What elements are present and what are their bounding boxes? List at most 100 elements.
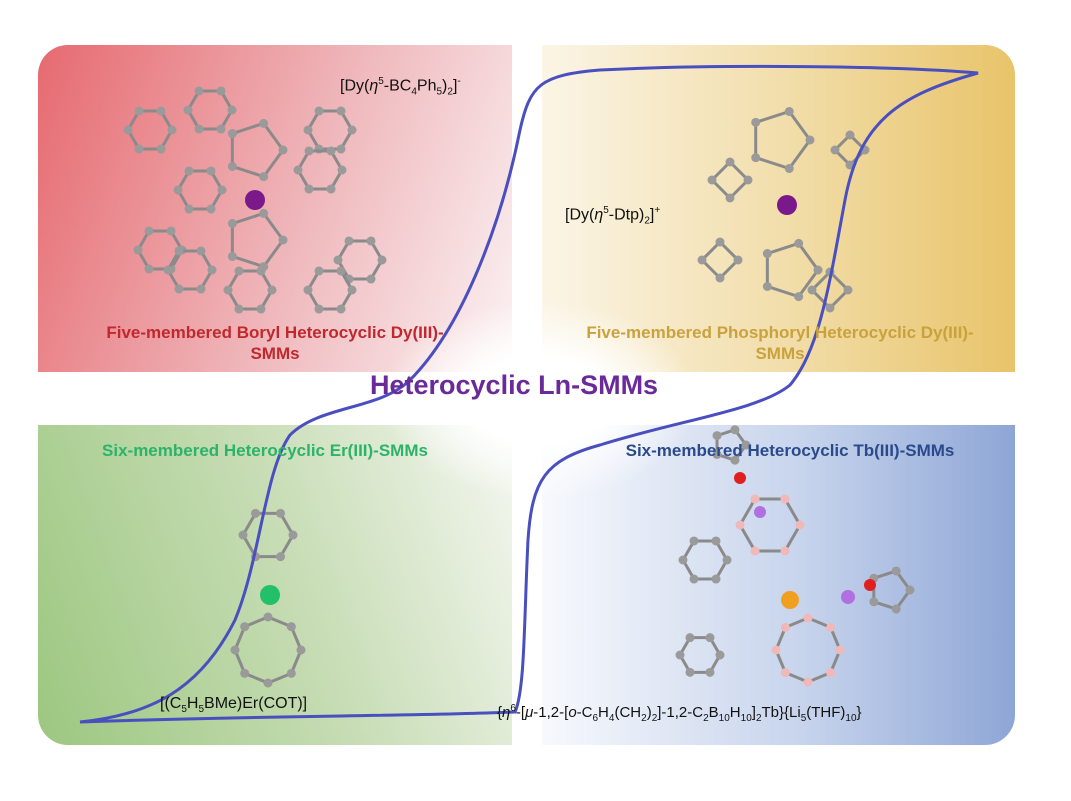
atom [336, 304, 346, 314]
atom [685, 667, 695, 677]
atom [715, 650, 725, 660]
atom [712, 449, 722, 459]
atom [259, 118, 269, 128]
atom [707, 175, 717, 185]
atom [333, 255, 343, 265]
atom [751, 153, 761, 163]
diagram-title: Heterocyclic Ln-SMMs [370, 370, 659, 400]
atom [227, 161, 237, 171]
molecule-ring [681, 539, 729, 581]
atom [304, 146, 314, 156]
atom [794, 292, 804, 302]
atom [905, 585, 915, 595]
atom [256, 304, 266, 314]
atom [741, 440, 751, 450]
atom [711, 536, 721, 546]
atom [326, 146, 336, 156]
atom [891, 604, 901, 614]
atom [314, 266, 324, 276]
molecule-ring [306, 109, 354, 151]
atom [326, 184, 336, 194]
atom [843, 285, 853, 295]
atom [259, 208, 269, 218]
atom [835, 645, 845, 655]
atom [762, 249, 772, 259]
atom [689, 574, 699, 584]
atom [366, 236, 376, 246]
atom [267, 285, 277, 295]
atom [174, 284, 184, 294]
atom [227, 105, 237, 115]
atom [780, 622, 790, 632]
atom [286, 622, 296, 632]
dysprosium-atom [777, 195, 797, 215]
atom [722, 555, 732, 565]
atom [227, 251, 237, 261]
atom [735, 520, 745, 530]
atom [234, 304, 244, 314]
atom [276, 508, 285, 518]
atom [194, 124, 204, 134]
atom [743, 175, 753, 185]
atom [134, 106, 144, 116]
formula-er: [(C5H5BMe)Er(COT)] [160, 695, 308, 716]
erbium-atom [260, 585, 280, 605]
lithium-atom [754, 506, 766, 518]
atom [347, 125, 357, 135]
atom [795, 520, 805, 530]
molecule-ring [738, 497, 802, 553]
atom [286, 668, 296, 678]
atom [780, 668, 790, 678]
atom [173, 185, 183, 195]
atom [336, 106, 346, 116]
atom [314, 304, 324, 314]
label-tb: Six-membered Heterocyclic Tb(III)-SMMs [625, 441, 955, 460]
atom [689, 536, 699, 546]
atom [227, 129, 237, 139]
atom [711, 574, 721, 584]
atom [230, 645, 240, 655]
atom [263, 612, 273, 622]
atom [259, 262, 269, 272]
atom [217, 185, 227, 195]
atom [366, 274, 376, 284]
atom [240, 622, 250, 632]
atom [156, 106, 166, 116]
atom [771, 645, 781, 655]
atom [196, 246, 206, 256]
atom [304, 184, 314, 194]
atom [167, 125, 177, 135]
atom [134, 144, 144, 154]
atom [803, 613, 813, 623]
atom [133, 245, 143, 255]
atom [730, 455, 740, 465]
atom [784, 106, 794, 116]
atom [278, 145, 288, 155]
atom [715, 273, 725, 283]
atom [337, 165, 347, 175]
atom [830, 145, 840, 155]
lithium-atom [841, 590, 855, 604]
atom [259, 172, 269, 182]
atom [705, 633, 715, 643]
atom [685, 633, 695, 643]
molecule-ring [296, 149, 344, 191]
atom [144, 264, 154, 274]
atom [675, 650, 685, 660]
atom [196, 284, 206, 294]
atom [730, 425, 740, 435]
atom [263, 678, 273, 688]
atom [725, 193, 735, 203]
atom [293, 165, 303, 175]
panel-boryl-dy [38, 45, 512, 372]
label-phosphoryl-dy: Five-membered Phosphoryl Heterocyclic Dy… [586, 323, 974, 363]
molecule-ring [186, 89, 234, 131]
atom [762, 281, 772, 291]
molecule-ring [241, 511, 295, 559]
atom [705, 667, 715, 677]
atom [784, 164, 794, 174]
atom [227, 219, 237, 229]
atom [206, 166, 216, 176]
center-glow [380, 300, 700, 500]
